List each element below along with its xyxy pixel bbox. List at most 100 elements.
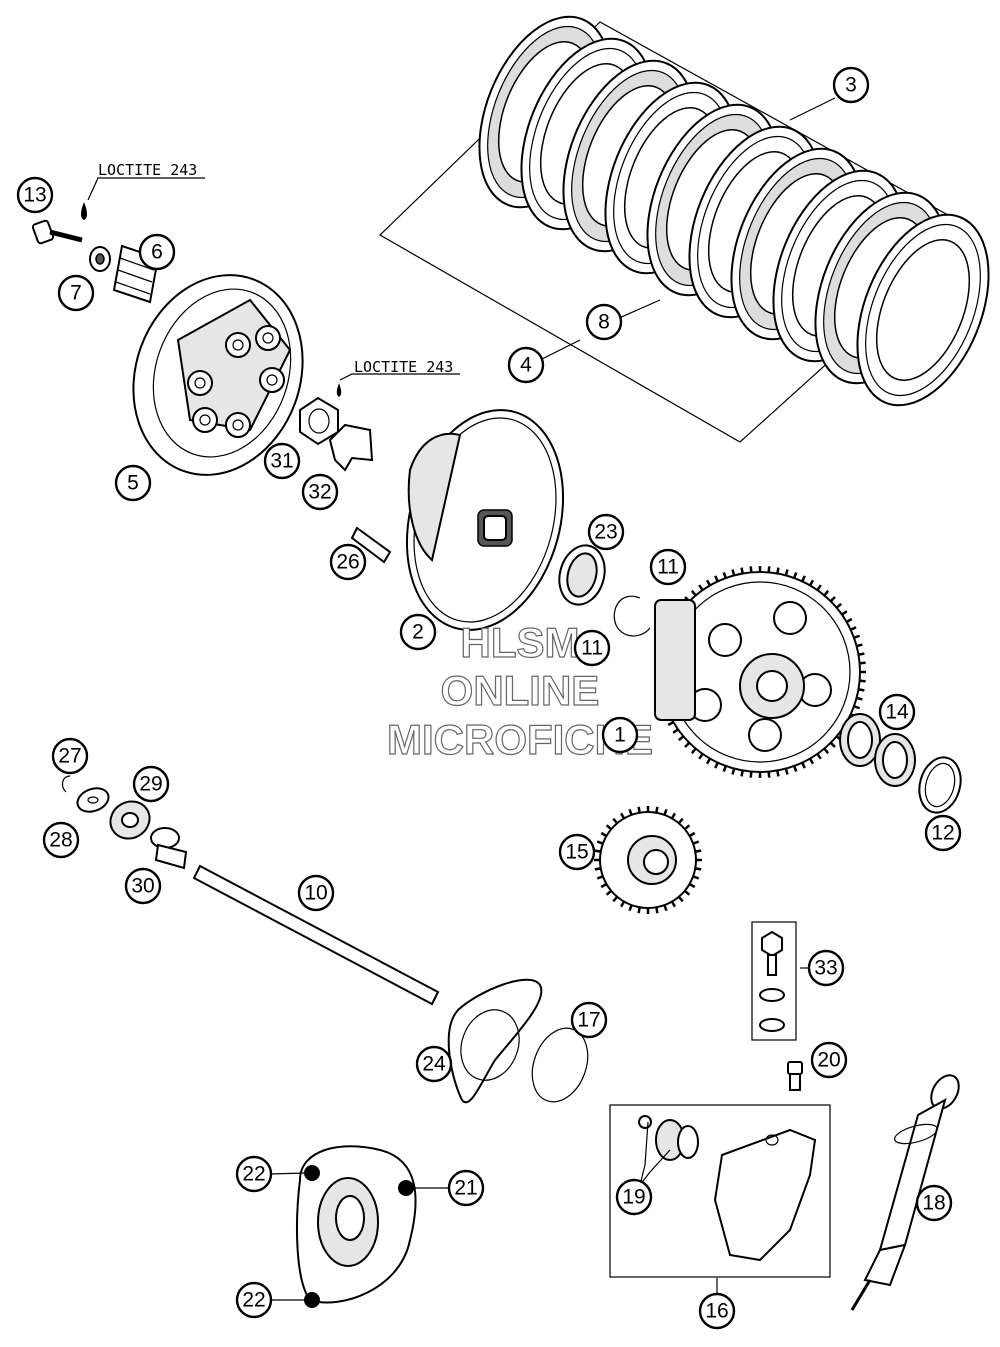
callout-17: 17 [570, 1001, 608, 1039]
gear-tooth [619, 900, 626, 908]
callout-32-label: 32 [308, 481, 331, 504]
callout-8-label: 8 [598, 311, 610, 334]
callout-16-label: 16 [705, 1300, 728, 1323]
gear-tooth [835, 602, 843, 609]
callout-26: 26 [329, 543, 367, 581]
gear-tooth [600, 831, 608, 838]
lock-washer-32 [328, 423, 374, 472]
callout-22a: 22 [235, 1155, 273, 1193]
inner-hub [405, 409, 565, 631]
callout-7-label: 7 [70, 282, 82, 305]
gear-tooth [829, 741, 836, 748]
callout-4-label: 4 [520, 354, 532, 377]
gear-tooth [749, 566, 753, 573]
gear-tooth [655, 806, 659, 813]
gear-tooth [808, 757, 815, 765]
callout-2-label: 2 [412, 621, 424, 644]
callout-30: 30 [124, 867, 162, 905]
gear-tooth [853, 634, 861, 639]
gear-tooth [596, 875, 604, 880]
gear-tooth [767, 771, 771, 778]
gear-tooth [816, 584, 822, 591]
callout-24-label: 24 [422, 1053, 446, 1076]
gear-tooth [612, 895, 619, 903]
gear-tooth [637, 907, 641, 914]
gear-tooth [619, 812, 626, 820]
gear-tooth [856, 696, 863, 701]
callout-7: 7 [57, 274, 95, 312]
loctite-note-screw: LOCTITE 243 [98, 161, 197, 179]
gear-tooth [628, 808, 633, 816]
callout-23-label: 23 [594, 521, 617, 544]
gear-tooth [859, 661, 866, 665]
callout-4: 4 [507, 346, 545, 384]
callout-16: 16 [698, 1292, 736, 1330]
callout-6-label: 6 [151, 241, 163, 264]
gear-tooth [683, 889, 691, 896]
callout-28: 28 [42, 821, 80, 859]
gear-tooth [784, 768, 789, 775]
gear-tooth [605, 889, 613, 896]
loctite-note-nut: LOCTITE 243 [354, 358, 453, 376]
washer-28 [76, 787, 110, 813]
callout-22b: 22 [235, 1281, 273, 1319]
callout-30-label: 30 [131, 875, 154, 898]
callout-22b-label: 22 [242, 1289, 265, 1312]
gear-tooth [677, 895, 684, 903]
gear-tooth [722, 765, 727, 773]
gear-tooth [714, 762, 719, 769]
gear-tooth [859, 679, 866, 683]
gear-tooth [600, 882, 608, 889]
gear-tooth [688, 831, 696, 838]
bolt-kit-33 [751, 921, 797, 1041]
callout-12-label: 12 [931, 822, 954, 845]
gear-tooth [690, 747, 697, 755]
callout-29-label: 29 [139, 773, 162, 796]
callout-32: 32 [301, 473, 339, 511]
callout-1-label: 1 [614, 724, 626, 747]
gear-tooth [749, 771, 753, 778]
callout-1: 1 [601, 716, 639, 754]
gear-tooth [684, 741, 691, 748]
grease-syringe-18 [850, 1074, 960, 1311]
callout-15-label: 15 [565, 841, 588, 864]
gear-tooth [841, 610, 848, 616]
leader-lines [87, 97, 836, 1301]
callout-8: 8 [585, 303, 623, 341]
callout-14-label: 14 [885, 701, 909, 724]
gear-tooth [705, 579, 712, 587]
needle-bearing-14 [839, 713, 916, 787]
gear-tooth [793, 571, 798, 579]
callout-5: 5 [114, 464, 152, 502]
gear-tooth [801, 575, 806, 582]
callout-20: 20 [810, 1041, 848, 1079]
gear-tooth [663, 808, 668, 816]
callout-13: 13 [16, 176, 54, 214]
gear-tooth [628, 904, 633, 912]
callout-10: 10 [297, 874, 335, 912]
screw-13 [31, 202, 87, 245]
callout-11b-label: 11 [581, 637, 603, 660]
callout-12: 12 [924, 814, 962, 852]
seal-23 [558, 544, 606, 606]
callout-5-label: 5 [127, 472, 139, 495]
gear-tooth [670, 812, 677, 820]
callout-2: 2 [399, 613, 437, 651]
gear-tooth [776, 770, 780, 777]
pressure-cap [132, 274, 304, 476]
gear-tooth [655, 907, 659, 914]
callout-22a-label: 22 [242, 1163, 265, 1186]
callout-21: 21 [447, 1169, 485, 1207]
callout-28-label: 28 [49, 829, 72, 852]
push-rod-10 [192, 864, 440, 1006]
gear-tooth [808, 579, 815, 587]
gear-tooth [677, 735, 685, 742]
gear-tooth [596, 840, 604, 845]
gear-tooth [740, 567, 744, 574]
callout-10-label: 10 [304, 882, 327, 905]
watermark-line-1: HLSM [461, 619, 580, 666]
gear-tooth [637, 806, 641, 813]
callout-markers: 1 2 3 4 5 6 7 8 10 11 11 12 13 14 15 16 … [16, 66, 962, 1330]
clutch-disc-stack [379, 15, 990, 443]
callout-11b: 11 [573, 629, 611, 667]
